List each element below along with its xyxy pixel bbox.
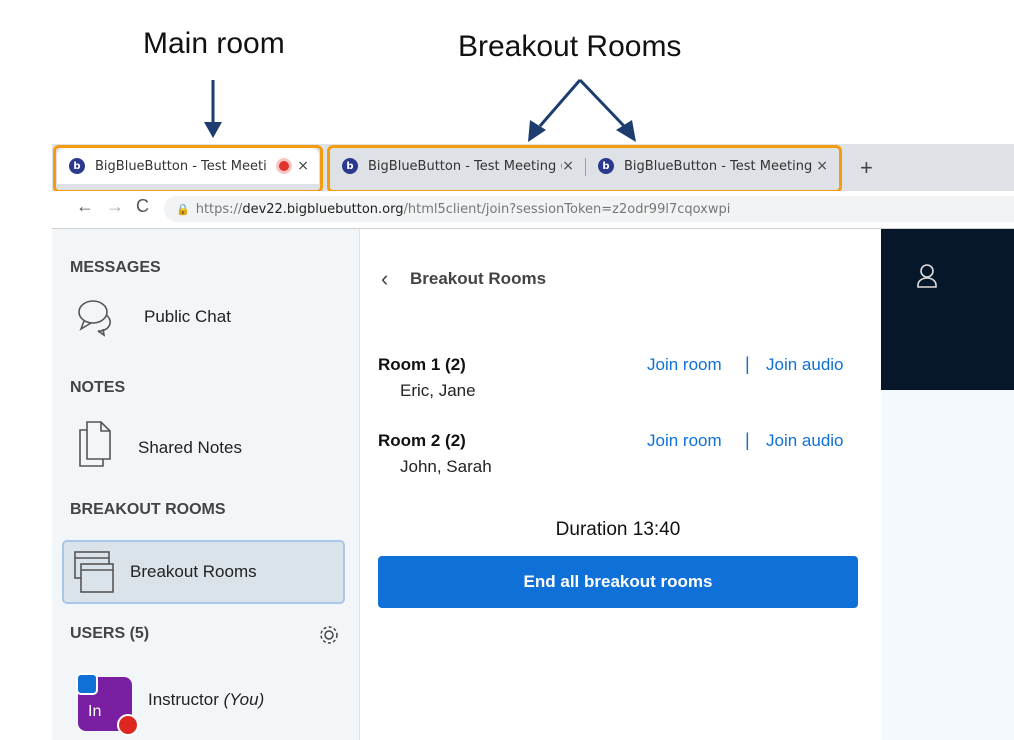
tab-title: BigBlueButton - Test Meeting ( [368,158,563,174]
url-host: dev22.bigbluebutton.org [242,201,404,217]
recording-indicator-icon [279,161,290,171]
main-room-annotation: Main room [143,27,285,60]
breakout-section-title: BREAKOUT ROOMS [70,501,226,518]
new-tab-button[interactable]: + [860,155,873,180]
sidebar [52,229,360,740]
user-instructor[interactable]: Instructor (You) [148,690,264,710]
duration-label: Duration 13:40 [555,519,681,540]
breakout-panel [360,229,881,740]
presenter-icon [76,673,98,695]
tab-separator [585,158,586,176]
breakout-windows-icon [74,551,114,593]
notes-section-title: NOTES [70,379,126,396]
public-chat-item[interactable]: Public Chat [144,307,231,326]
room-1-users: Eric, Jane [400,381,476,400]
users-section-title: USERS (5) [70,625,150,642]
tab-breakout-room-2[interactable]: b BigBlueButton - Test Meeting ( × [586,148,838,184]
messages-section-title: MESSAGES [70,259,161,276]
room-2-join-room-link[interactable]: Join room [647,431,722,450]
shared-notes-item[interactable]: Shared Notes [138,438,242,457]
close-tab-icon[interactable]: × [562,158,574,174]
back-icon[interactable]: ← [76,196,94,216]
breakout-tabs-highlight [327,145,842,193]
user-you-label: (You) [223,690,265,709]
gear-icon[interactable] [318,624,340,646]
room-2-name: Room 2 (2) [378,431,466,450]
mic-off-icon [117,714,139,736]
url-path: /html5client/join?sessionToken=z2odr99l7… [403,201,731,217]
bigbluebutton-favicon-icon: b [69,158,85,174]
close-tab-icon[interactable]: × [816,158,828,174]
url-field[interactable]: 🔒 https:// dev22.bigbluebutton.org /html… [164,196,1014,222]
main-room-highlight [53,145,323,193]
panel-title[interactable]: Breakout Rooms [410,269,547,288]
breakout-rooms-label: Breakout Rooms [130,562,257,581]
room-2-separator: | [745,430,750,450]
user-name: Instructor [148,690,219,709]
chat-bubbles-icon [78,300,111,337]
presentation-area [881,390,1014,740]
chevron-left-icon[interactable]: ‹ [381,266,389,291]
top-navbar [881,229,1014,390]
user-icon[interactable] [916,263,938,291]
bigbluebutton-favicon-icon: b [342,158,358,174]
forward-icon[interactable]: → [106,196,124,216]
bigbluebutton-favicon-icon: b [598,158,614,174]
tab-main-room[interactable]: b BigBlueButton - Test Meeti × [57,148,319,184]
lock-icon: 🔒 [176,202,190,216]
room-1-separator: | [745,354,750,374]
breakout-rooms-annotation: Breakout Rooms [458,30,682,63]
document-icon [79,421,111,467]
room-1-join-audio-link[interactable]: Join audio [766,355,844,374]
room-1-name: Room 1 (2) [378,355,466,374]
room-1-join-room-link[interactable]: Join room [647,355,722,374]
annotation-arrows [204,78,636,142]
room-2-users: John, Sarah [400,457,492,476]
end-all-breakout-rooms-button[interactable]: End all breakout rooms [378,556,858,608]
url-prefix: https:// [195,201,243,217]
room-2-join-audio-link[interactable]: Join audio [766,431,844,450]
reload-icon[interactable]: C [136,196,149,216]
close-tab-icon[interactable]: × [297,158,309,174]
avatar-initials: In [88,703,102,720]
tab-breakout-room-1[interactable]: b BigBlueButton - Test Meeting ( × [330,148,584,184]
tab-title: BigBlueButton - Test Meeti [95,158,267,174]
tab-title: BigBlueButton - Test Meeting ( [624,158,817,174]
